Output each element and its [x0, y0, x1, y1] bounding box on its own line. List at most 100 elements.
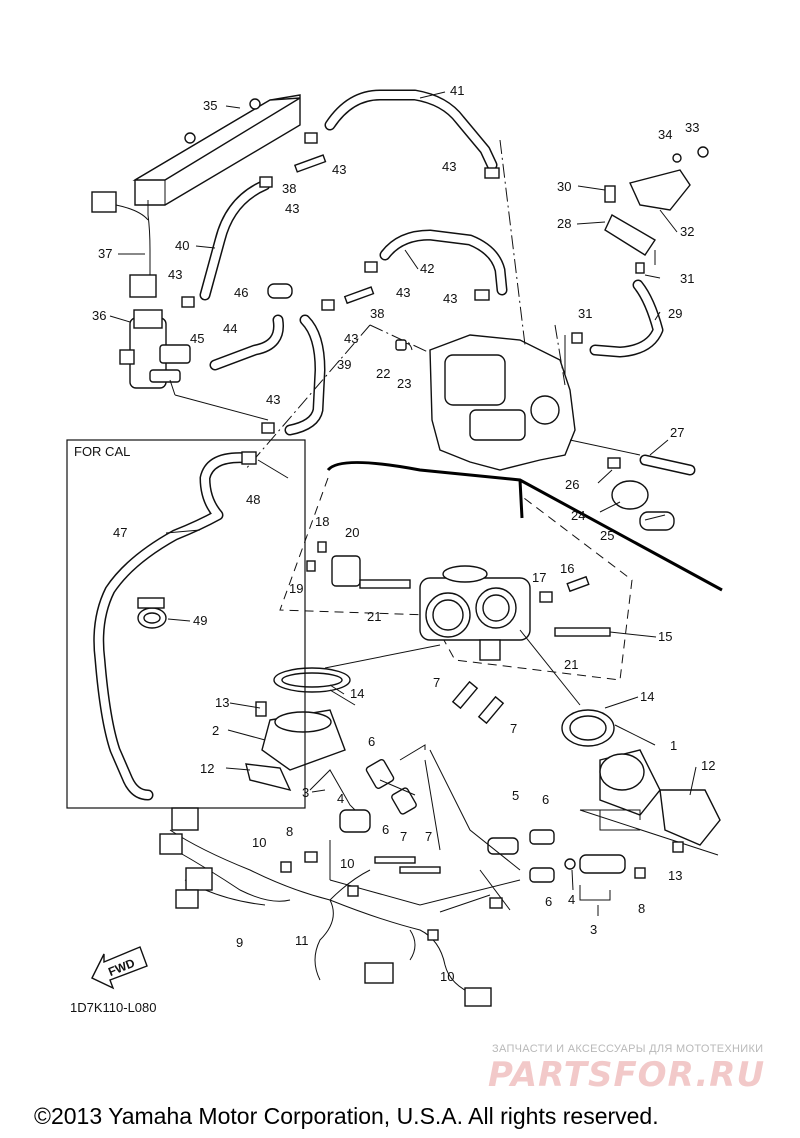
callout: 10: [440, 969, 454, 984]
callout: 7: [425, 829, 432, 844]
callout: 9: [236, 935, 243, 950]
callout: 42: [420, 261, 434, 276]
callout: 28: [557, 216, 571, 231]
callout: 45: [190, 331, 204, 346]
callout: 3: [590, 922, 597, 937]
callout: 38: [282, 181, 296, 196]
callout: 17: [532, 570, 546, 585]
callout: 26: [565, 477, 579, 492]
callout: 6: [542, 792, 549, 807]
callout: 12: [200, 761, 214, 776]
callout: 15: [658, 629, 672, 644]
callout: 34: [658, 127, 672, 142]
callout: 5: [512, 788, 519, 803]
callout: 13: [215, 695, 229, 710]
callout: 32: [680, 224, 694, 239]
callout: 13: [668, 868, 682, 883]
for-cal-label: FOR CAL: [74, 444, 130, 459]
callout: 14: [350, 686, 364, 701]
hose-39: [284, 314, 326, 436]
engine-outline: [244, 139, 576, 471]
throttle-body-part: [306, 541, 611, 661]
callout: 35: [203, 98, 217, 113]
callout: 48: [246, 492, 260, 507]
callout: 27: [670, 425, 684, 440]
callout: 14: [640, 689, 654, 704]
callout: 38: [370, 306, 384, 321]
callout: 30: [557, 179, 571, 194]
callout: 8: [638, 901, 645, 916]
callout: 33: [685, 120, 699, 135]
callout: 31: [680, 271, 694, 286]
callout: 1: [670, 738, 677, 753]
assembly-pointer: [326, 461, 723, 592]
callout: 8: [286, 824, 293, 839]
hose-42: [379, 229, 508, 296]
callout: 43: [168, 267, 182, 282]
callout: 22: [376, 366, 390, 381]
for-cal-box: [66, 439, 306, 809]
callout: 18: [315, 514, 329, 529]
callout: 37: [98, 246, 112, 261]
hose-44: [209, 314, 284, 371]
right-joint-part: [519, 629, 721, 856]
callout: 4: [337, 791, 344, 806]
leader-lines: [109, 91, 697, 916]
callout: 7: [433, 675, 440, 690]
figure-code: 1D7K110-L080: [70, 1000, 157, 1015]
canister-part: [132, 94, 301, 206]
callout: 29: [668, 306, 682, 321]
isc-parts: [569, 439, 696, 531]
watermark-tagline: ЗАПЧАСТИ И АКСЕССУАРЫ ДЛЯ МОТОТЕХНИКИ: [492, 1043, 764, 1055]
hose-41: [324, 89, 498, 171]
solenoid-valve-part: [91, 191, 269, 421]
callout: 19: [289, 581, 303, 596]
callout: 36: [92, 308, 106, 323]
callout: 43: [266, 392, 280, 407]
hose-29: [589, 279, 664, 358]
callout: 10: [252, 835, 266, 850]
callout: 11: [295, 933, 309, 948]
callout: 21: [564, 657, 578, 672]
callout: 40: [175, 238, 189, 253]
callout: 46: [234, 285, 248, 300]
callout: 12: [701, 758, 715, 773]
callout: 39: [337, 357, 351, 372]
callout: 44: [223, 321, 237, 336]
callout: 24: [571, 508, 585, 523]
watermark-logo: PARTSFOR.RU: [488, 1055, 766, 1095]
callout: 7: [400, 829, 407, 844]
throttle-body-dash-box: [279, 477, 633, 681]
injector-parts: [304, 680, 646, 913]
callout: 16: [560, 561, 574, 576]
callout: 6: [545, 894, 552, 909]
callout: 43: [344, 331, 358, 346]
intake-joint-part: [245, 644, 441, 792]
callout: 2: [212, 723, 219, 738]
callout: 43: [442, 159, 456, 174]
copyright-notice: ©2013 Yamaha Motor Corporation, U.S.A. A…: [34, 1103, 659, 1129]
bracket-assembly: [564, 146, 709, 385]
callout: 3: [302, 785, 309, 800]
callout: 43: [443, 291, 457, 306]
callout: 43: [332, 162, 346, 177]
callout: 10: [340, 856, 354, 871]
callout: 25: [600, 528, 614, 543]
callout: 41: [450, 83, 464, 98]
hose-40: [199, 179, 271, 301]
callout: 47: [113, 525, 127, 540]
callout-labels: 1 2 3 3 4 4 5 6 6 6 6 7 7 7 7 8 8 9 10 1…: [92, 83, 715, 984]
callout: 43: [396, 285, 410, 300]
callout: 7: [510, 721, 517, 736]
callout: 6: [382, 822, 389, 837]
fwd-arrow-icon: [91, 946, 148, 990]
callout: 20: [345, 525, 359, 540]
callout: 21: [367, 609, 381, 624]
wire-harness-part: [159, 807, 503, 1007]
callout: 43: [285, 201, 299, 216]
callout: 49: [193, 613, 207, 628]
callout: 23: [397, 376, 411, 391]
callout: 4: [568, 892, 575, 907]
hose-clamps-43: [181, 132, 500, 434]
